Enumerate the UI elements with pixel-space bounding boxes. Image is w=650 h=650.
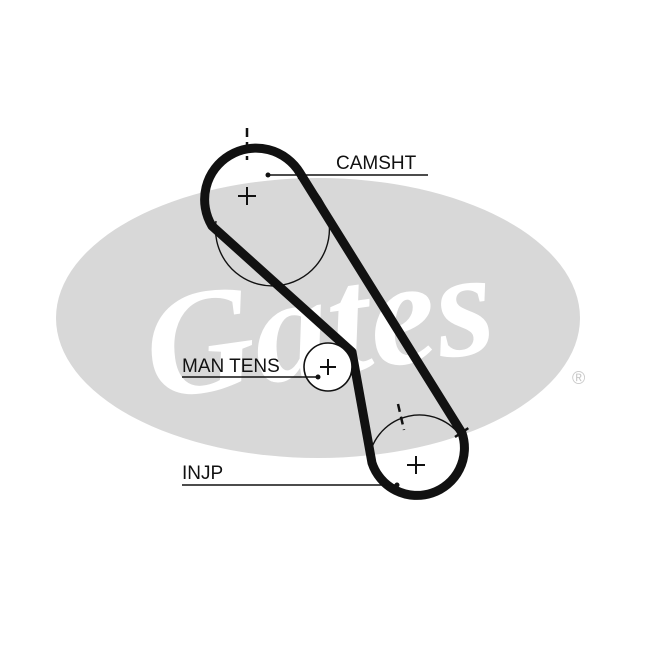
- camshaft-sprocket: [214, 128, 331, 287]
- injection-pump-belt-mark: [454, 425, 471, 439]
- timing-belt: [200, 143, 469, 500]
- tensioner-label: MAN TENS: [182, 356, 280, 377]
- injection-pump-label: INJP: [182, 463, 223, 484]
- label-injection-pump-group: INJP: [182, 463, 400, 488]
- registered-mark: ®: [572, 368, 585, 388]
- injection-pump-sprocket: [368, 403, 471, 474]
- injection-pump-timing-mark: [396, 403, 406, 431]
- camshaft-leader-dot: [265, 172, 271, 178]
- camshaft-pulley-arc: [214, 177, 331, 287]
- injection-pump-pulley-arc: [368, 414, 463, 459]
- tensioner-pulley: [303, 342, 353, 392]
- tensioner-leader-dot: [315, 374, 321, 380]
- injection-pump-leader-dot: [394, 482, 400, 488]
- label-tensioner-group: MAN TENS: [182, 356, 321, 380]
- label-camshaft-group: CAMSHT: [265, 153, 428, 178]
- camshaft-label: CAMSHT: [336, 153, 417, 174]
